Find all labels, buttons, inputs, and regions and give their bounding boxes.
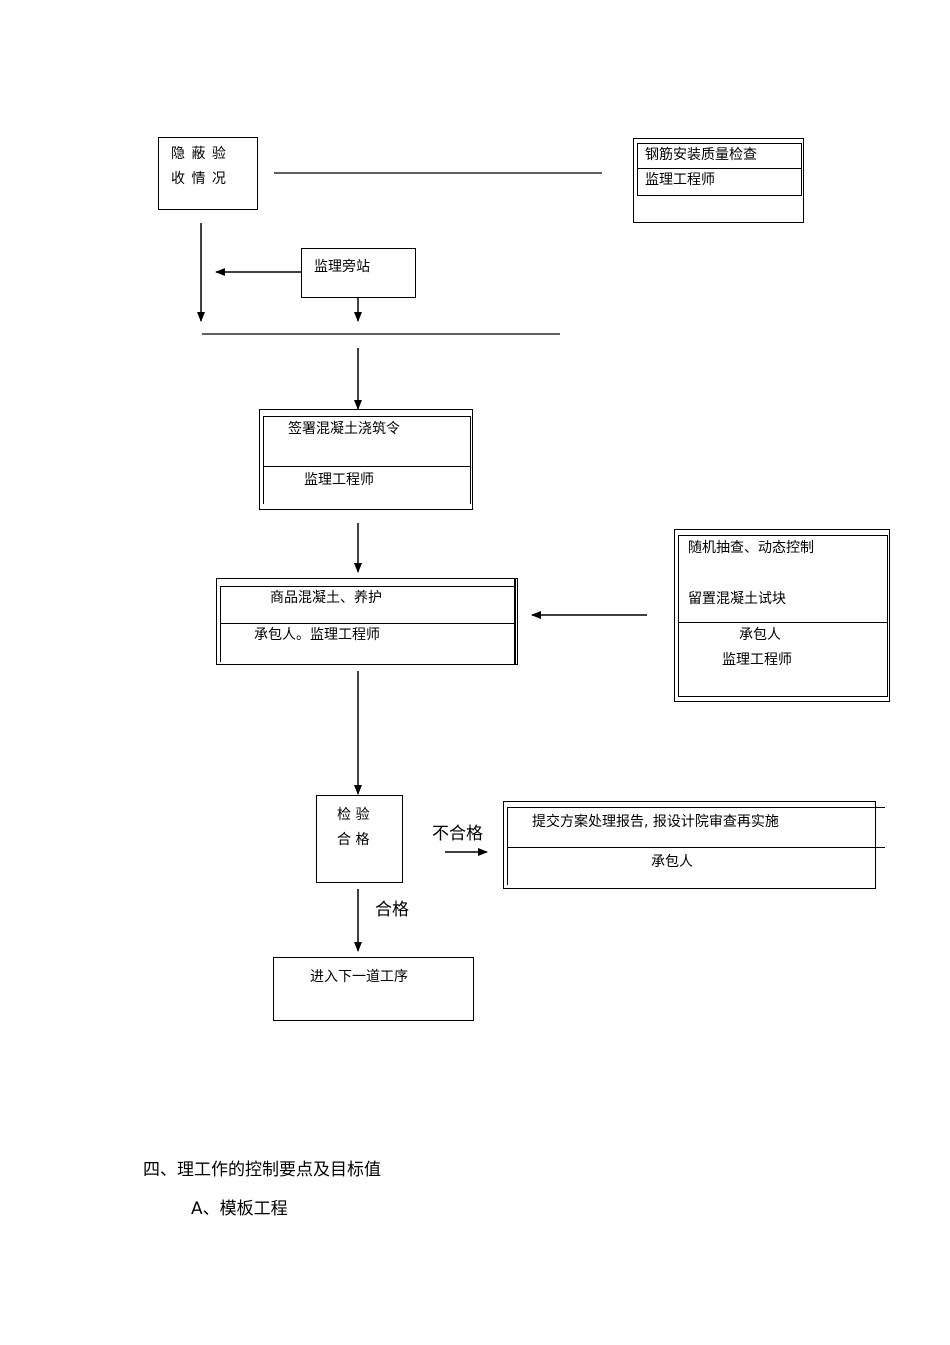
rebar-check-box: 钢筋安装质量检查 监理工程师 [633, 138, 804, 223]
inspection-line1: 检 验 [337, 807, 370, 823]
pour-order-divider-top [263, 416, 470, 417]
fail-label: 不合格 [432, 824, 483, 844]
random-check-divider [678, 622, 887, 623]
rebar-check-divider [637, 168, 801, 169]
pass-label: 合格 [375, 900, 409, 920]
section-subheading: A、模板工程 [191, 1199, 288, 1219]
pour-order-inner-right [470, 416, 471, 504]
rebar-check-inner-right [801, 143, 802, 196]
random-check-divider-top [678, 535, 887, 536]
supervision-side-box: 监理旁站 [301, 248, 416, 298]
report-role: 承包人 [651, 854, 693, 870]
pour-order-role: 监理工程师 [304, 472, 374, 488]
random-check-divider-bottom [678, 696, 887, 697]
next-step-box: 进入下一道工序 [273, 957, 474, 1021]
rebar-check-divider-bottom [637, 195, 801, 196]
pour-order-inner-left [263, 416, 264, 504]
random-check-inner-right [887, 535, 888, 697]
concrete-title: 商品混凝土、养护 [270, 590, 382, 606]
rebar-check-inner-left [637, 143, 638, 196]
report-divider-top [507, 807, 885, 808]
inspection-box: 检 验 合 格 [316, 795, 403, 883]
rebar-check-role: 监理工程师 [645, 172, 715, 188]
concrete-divider-top [220, 586, 514, 587]
commercial-concrete-box: 商品混凝土、养护 承包人。监理工程师 [216, 578, 518, 665]
random-check-line1: 随机抽查、动态控制 [688, 540, 814, 556]
concrete-divider [220, 623, 514, 624]
hidden-inspection-line1: 隐 蔽 验 [171, 146, 227, 162]
next-step-label: 进入下一道工序 [310, 969, 408, 985]
rebar-check-divider-top [637, 143, 801, 144]
report-box: 提交方案处理报告, 报设计院审查再实施 承包人 [503, 801, 885, 889]
random-check-box: 随机抽查、动态控制 留置混凝土试块 承包人 监理工程师 [674, 529, 890, 702]
report-inner-left [507, 807, 508, 885]
report-divider [507, 847, 885, 848]
supervision-side-label: 监理旁站 [314, 259, 370, 275]
random-check-role1: 承包人 [739, 627, 781, 643]
hidden-inspection-line2: 收 情 况 [171, 171, 227, 187]
pour-order-divider [263, 466, 470, 467]
concrete-role: 承包人。监理工程师 [254, 627, 380, 643]
random-check-line2: 留置混凝土试块 [688, 591, 786, 607]
inspection-line2: 合 格 [337, 832, 370, 848]
concrete-inner-left [220, 586, 221, 662]
concrete-inner-right [514, 579, 516, 664]
pour-order-box: 签署混凝土浇筑令 监理工程师 [259, 409, 473, 510]
rebar-check-title: 钢筋安装质量检查 [645, 147, 757, 163]
report-title: 提交方案处理报告, 报设计院审查再实施 [532, 814, 779, 830]
random-check-inner-left [678, 535, 679, 697]
hidden-inspection-box: 隐 蔽 验 收 情 况 [158, 137, 258, 210]
random-check-role2: 监理工程师 [722, 652, 792, 668]
pour-order-title: 签署混凝土浇筑令 [288, 421, 400, 437]
section-heading: 四、理工作的控制要点及目标值 [143, 1160, 381, 1180]
